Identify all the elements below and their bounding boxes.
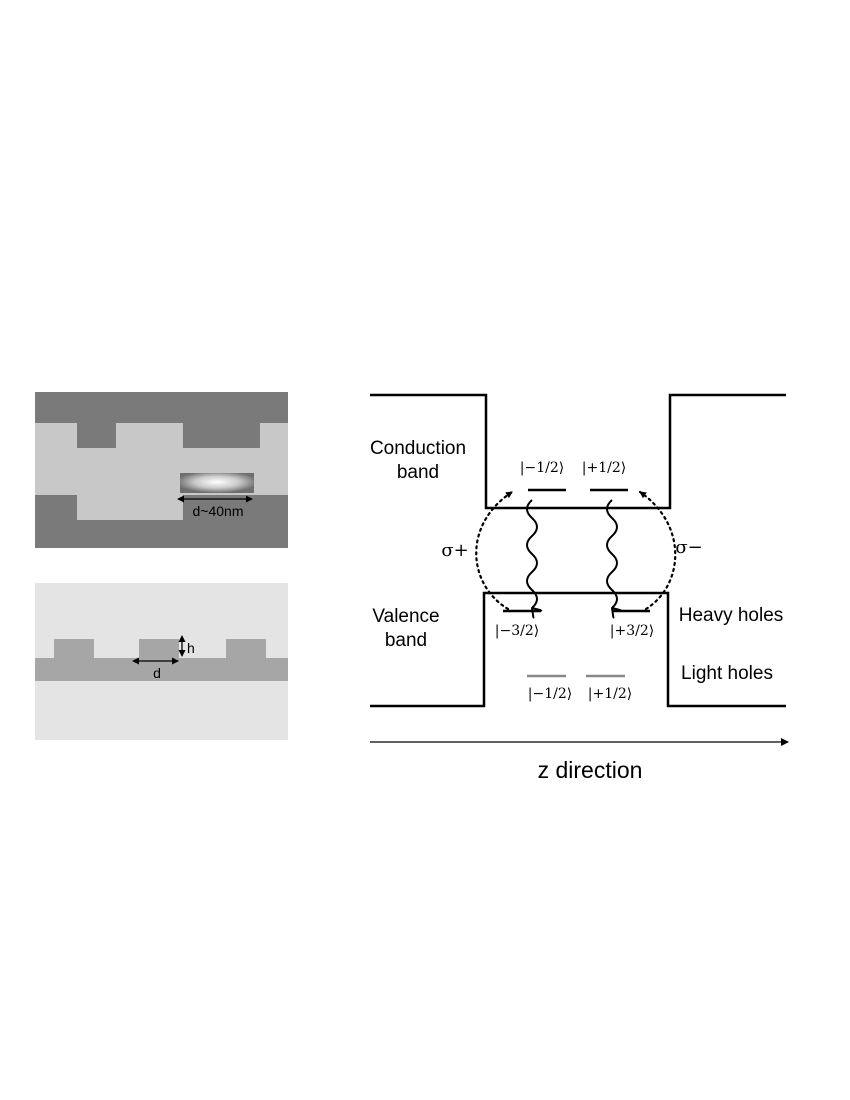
quantum-dot	[180, 473, 254, 493]
emission-arrow-left	[526, 499, 537, 608]
conduction-label-line1: Conduction	[370, 438, 466, 459]
qd-size-label: d~40nm	[193, 503, 244, 519]
band-diagram: |−1/2⟩ |+1/2⟩ |−3/2⟩ |+3/2⟩ |−1/2⟩ |+1/2…	[370, 393, 789, 783]
z-axis-label: z direction	[538, 757, 643, 783]
light-hole-state-minus: |−1/2⟩	[528, 686, 572, 702]
emission-arrow-right	[606, 499, 617, 608]
heavy-hole-state-minus: |−3/2⟩	[495, 623, 539, 639]
grating-ridge	[139, 639, 179, 659]
grating-ridge	[226, 639, 266, 659]
sigma-plus-label: σ+	[441, 540, 468, 561]
grating-ridge	[54, 639, 94, 659]
grating-base-layer	[35, 658, 288, 681]
valence-band-edge	[370, 591, 786, 708]
electron-state-plus: |+1/2⟩	[582, 460, 626, 476]
light-hole-state-plus: |+1/2⟩	[588, 686, 632, 702]
quantum-dot-panel: d~40nm	[35, 392, 288, 548]
heavy-holes-label: Heavy holes	[679, 605, 784, 626]
valence-label-line1: Valence	[372, 606, 439, 627]
light-holes-label: Light holes	[681, 663, 773, 684]
sigma-minus-arc	[638, 490, 677, 611]
electron-state-minus: |−1/2⟩	[520, 460, 564, 476]
sigma-minus-label: σ−	[675, 537, 702, 558]
conduction-label-line2: band	[397, 462, 439, 483]
valence-label-line2: band	[385, 630, 427, 651]
heavy-hole-state-plus: |+3/2⟩	[610, 623, 654, 639]
sigma-plus-arc	[475, 490, 514, 611]
height-label: h	[187, 640, 195, 656]
conduction-band-edge	[370, 393, 786, 510]
period-label: d	[153, 665, 161, 681]
grating-panel: h d	[35, 583, 288, 740]
qd-well-layer	[35, 423, 288, 520]
